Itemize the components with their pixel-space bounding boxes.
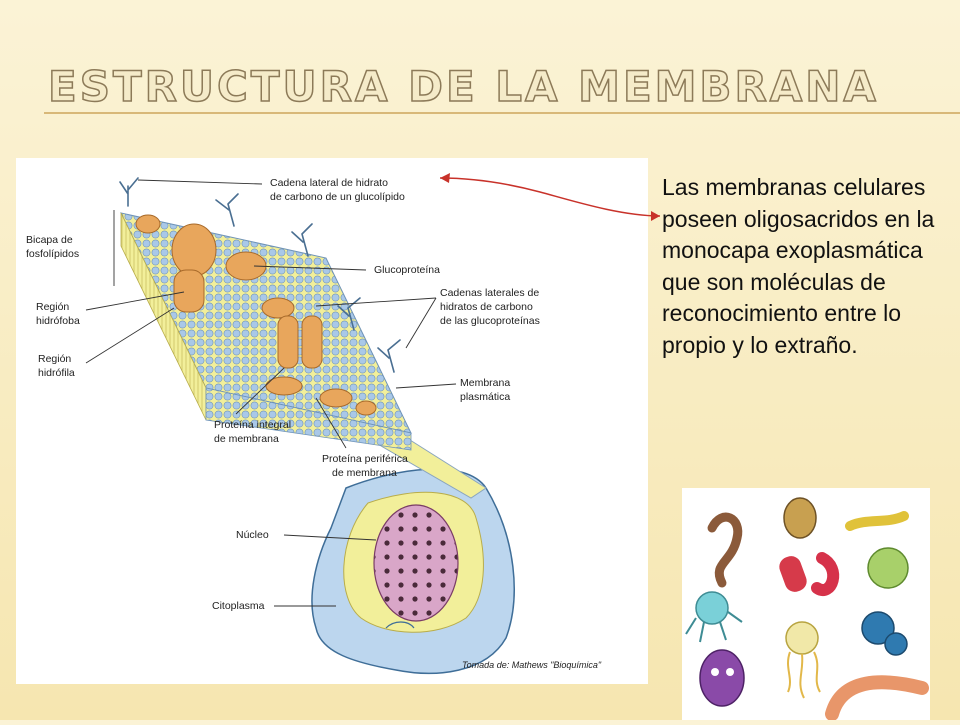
label-membrana-plasmatica-2: plasmática (460, 391, 510, 403)
title-divider (44, 112, 960, 114)
membrane-diagram-drawing: Cadena lateral de hidrato de carbono de … (26, 177, 602, 675)
leader-lines (85, 179, 457, 607)
label-glucoproteina: Glucoproteína (374, 264, 440, 276)
slide-title: ESTRUCTURA DE LA MEMBRANA (47, 61, 879, 112)
label-region-hidrofoba-2: hidrófoba (36, 315, 80, 327)
carbohydrate-chains (119, 177, 401, 373)
body-text: Las membranas celulares poseen oligosacr… (662, 174, 935, 358)
nucleus-shape (373, 504, 459, 622)
label-bicapa-1: Bicapa de (26, 234, 73, 246)
label-region-hidrofoba-1: Región (36, 301, 69, 313)
label-cadenas-laterales-1: Cadenas laterales de (440, 287, 539, 299)
membrane-proteins (135, 214, 377, 416)
microbes-drawing (685, 497, 929, 721)
label-cadena-lateral-1: Cadena lateral de hidrato (270, 177, 388, 189)
label-proteina-periferica-2: de membrana (332, 467, 397, 479)
microbes-illustration (682, 488, 930, 721)
cell-cross-section (311, 468, 515, 675)
label-region-hidrofila-1: Región (38, 353, 71, 365)
label-bicapa-2: fosfolípidos (26, 248, 79, 260)
label-cadenas-laterales-2: hidratos de carbono (440, 301, 533, 313)
label-proteina-periferica-1: Proteína periférica (322, 453, 408, 465)
label-region-hidrofila-2: hidrófila (38, 367, 75, 379)
figure-credit: Tomada de: Mathews "Bioquímica" (462, 660, 602, 670)
label-cadenas-laterales-3: de las glucoproteínas (440, 315, 540, 327)
label-cadena-lateral-2: de carbono de un glucolípido (270, 191, 405, 203)
label-proteina-integral-1: Proteína integral (214, 419, 291, 431)
label-citoplasma: Citoplasma (212, 600, 265, 612)
label-nucleo: Núcleo (236, 529, 269, 541)
label-proteina-integral-2: de membrana (214, 433, 279, 445)
membrane-diagram: Cadena lateral de hidrato de carbono de … (16, 158, 648, 684)
label-membrana-plasmatica-1: Membrana (460, 377, 510, 389)
